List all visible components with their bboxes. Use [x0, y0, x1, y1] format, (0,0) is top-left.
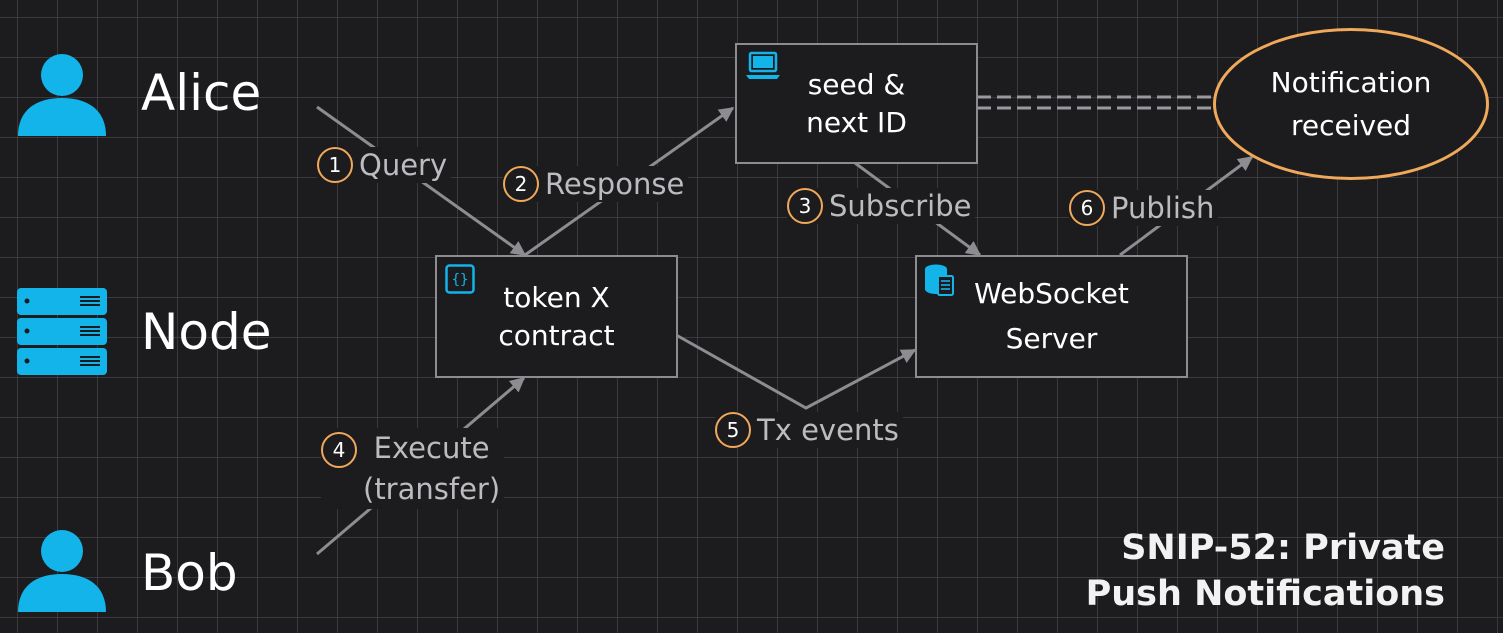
step-label: Response — [545, 167, 685, 201]
notification-line2: received — [1290, 109, 1412, 142]
websocket-box-line2: Server — [1005, 321, 1098, 355]
step-label: Subscribe — [829, 189, 972, 223]
diagram-title: SNIP-52: Private Push Notifications — [1086, 526, 1445, 617]
step-2-response: 2 Response — [503, 166, 689, 202]
svg-text:{}: {} — [452, 272, 469, 288]
step-number-badge: 2 — [503, 166, 539, 202]
step-number-badge: 5 — [715, 412, 751, 448]
step-label: Publish — [1111, 191, 1215, 225]
step-4-execute: 4 Execute (transfer) — [321, 428, 505, 510]
websocket-box-line1: WebSocket — [974, 276, 1129, 310]
notification-line1: Notification — [1270, 65, 1432, 99]
server-icon — [17, 288, 107, 375]
notification-received-ellipse: Notification received — [1213, 28, 1489, 180]
step-label-line1: Execute — [373, 431, 490, 465]
step-3-subscribe: 3 Subscribe — [787, 188, 976, 224]
database-icon — [925, 264, 954, 296]
seed-box-line2: next ID — [806, 105, 907, 139]
step-label: Execute (transfer) — [363, 428, 500, 509]
step-label: Query — [359, 148, 448, 182]
laptop-icon — [746, 51, 780, 79]
token-contract-box: {} token X contract — [435, 255, 678, 378]
title-line2: Push Notifications — [1085, 573, 1445, 614]
actor-label: Node — [141, 303, 272, 361]
person-icon — [18, 54, 106, 136]
websocket-server-box: WebSocket Server — [915, 255, 1188, 378]
step-number-badge: 1 — [317, 147, 353, 183]
step-1-query: 1 Query — [317, 147, 452, 183]
seed-next-id-box: seed & next ID — [735, 43, 978, 164]
code-braces-icon: {} — [445, 264, 475, 294]
step-number-badge: 6 — [1069, 190, 1105, 226]
step-5-tx-events: 5 Tx events — [715, 412, 903, 448]
step-label-line2: (transfer) — [363, 471, 501, 506]
seed-box-line1: seed & — [807, 67, 906, 101]
step-number-badge: 3 — [787, 188, 823, 224]
title-line1: SNIP-52: Private — [1121, 528, 1445, 568]
arrow-tx-events — [636, 311, 917, 410]
contract-box-line1: token X — [503, 280, 610, 314]
contract-box-line2: contract — [498, 318, 615, 352]
person-icon — [18, 530, 106, 612]
step-number-badge: 4 — [321, 432, 357, 468]
actor-label: Alice — [141, 64, 262, 122]
step-6-publish: 6 Publish — [1069, 190, 1219, 226]
actor-label: Bob — [141, 544, 238, 602]
step-label: Tx events — [757, 413, 899, 447]
